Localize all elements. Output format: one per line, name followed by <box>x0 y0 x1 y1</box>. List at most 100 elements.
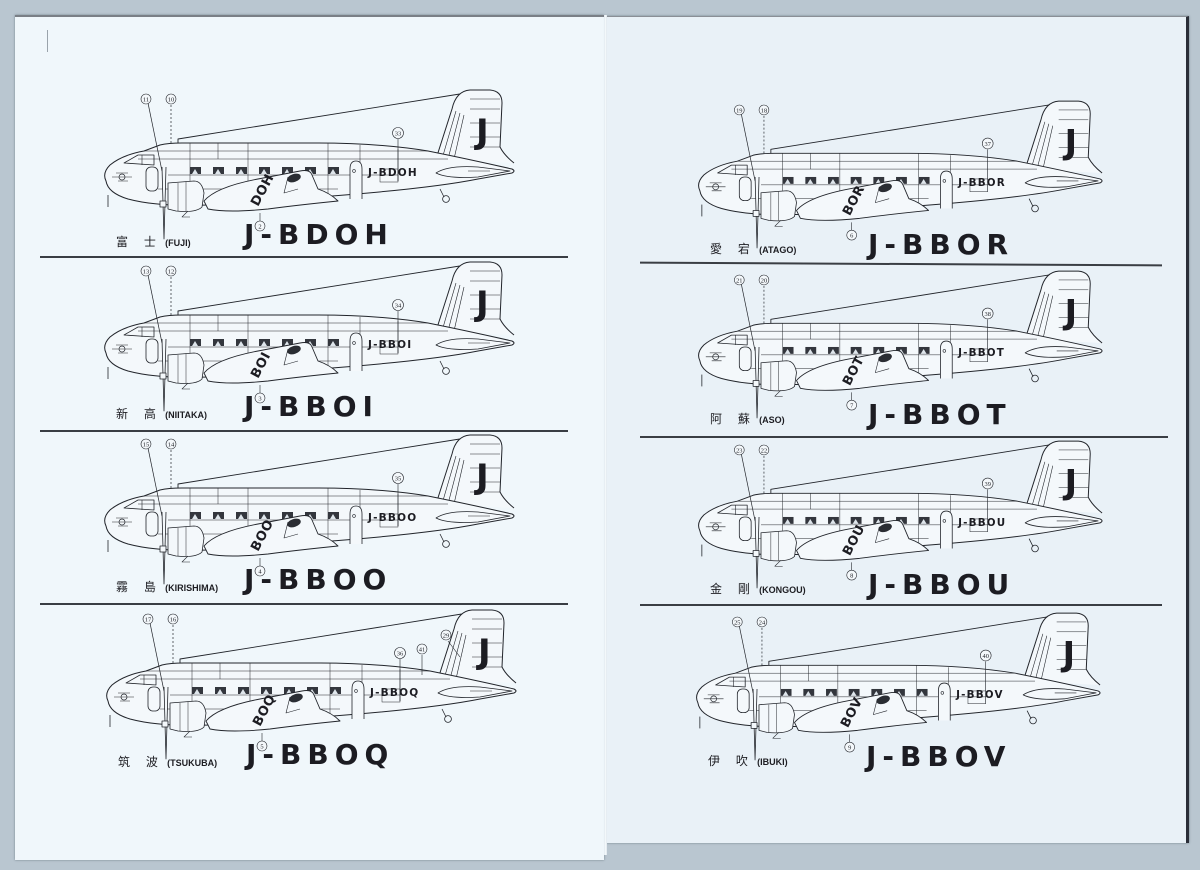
callout-fuselage: 38 <box>981 307 994 320</box>
aircraft-name-en: (ATAGO) <box>759 245 797 255</box>
aircraft-panel-left-3: J J-BBOO BOO 15 14 35 <box>98 434 578 604</box>
registration-title: J-BBOI <box>244 390 379 423</box>
svg-text:18: 18 <box>761 107 767 114</box>
aircraft-name-en: (IBUKI) <box>757 757 788 767</box>
callout-extra-b: 29 <box>440 629 461 658</box>
callout-prop-b: 10 <box>165 93 177 105</box>
registration-title: J-BBOQ <box>246 738 395 771</box>
aircraft-name-jp: 富 士 <box>116 235 162 249</box>
svg-text:8: 8 <box>850 573 853 580</box>
callout-wing: 3 <box>254 392 266 404</box>
svg-text:13: 13 <box>143 269 150 276</box>
aircraft-name: 伊 吹 (IBUKI) <box>708 752 788 769</box>
callout-prop-a: 23 <box>734 444 745 456</box>
aircraft-panel-right-2: J J-BBOT BOT 21 20 38 <box>692 270 1172 440</box>
callout-prop-b: 16 <box>167 613 179 625</box>
aircraft-panel-right-3: J J-BBOU BOU 23 22 39 <box>692 440 1172 610</box>
svg-text:10: 10 <box>168 97 175 104</box>
aircraft-name-jp: 伊 吹 <box>708 754 754 768</box>
fuselage-registration: J-BBOU <box>957 517 1006 529</box>
registration-title: J-BBOO <box>244 563 393 596</box>
callout-fuselage: 39 <box>981 477 994 490</box>
aircraft-panel-right-4: J J-BBOV BOV 25 24 40 <box>690 612 1170 782</box>
aircraft-name-jp: 阿 蘇 <box>710 412 756 426</box>
aircraft-name: 金 剛 (KONGOU) <box>710 580 806 597</box>
registration-title: J-BBOR <box>868 228 1015 261</box>
tail-letter: J <box>1063 292 1077 331</box>
svg-text:29: 29 <box>443 633 450 640</box>
tail-letter: J <box>474 457 489 497</box>
fuselage-registration: J-BBOV <box>955 689 1004 701</box>
callout-fuselage: 37 <box>981 137 994 150</box>
page-gutter <box>604 15 607 855</box>
divider-right-2 <box>640 436 1168 438</box>
aircraft-drawing: J J-BBOV BOV 25 24 40 <box>696 612 1101 761</box>
fuselage-registration: J-BDOH <box>367 167 418 179</box>
callout-wing: 7 <box>846 399 857 411</box>
aircraft-panel-left-2: J J-BBOI BOI 13 12 34 <box>98 261 578 431</box>
aircraft-name: 阿 蘇 (ASO) <box>710 410 785 427</box>
tail-letter: J <box>474 284 489 324</box>
aircraft-name-en: (FUJI) <box>165 238 191 248</box>
callout-prop-b: 22 <box>758 444 770 456</box>
callout-fuselage: 34 <box>392 299 404 311</box>
callout-prop-b: 24 <box>756 616 768 628</box>
aircraft-drawing: J J-BBOO BOO 15 14 35 <box>104 434 515 585</box>
svg-text:17: 17 <box>145 617 152 624</box>
callout-prop-a: 13 <box>140 265 152 277</box>
aircraft-name-en: (KONGOU) <box>759 585 806 595</box>
svg-text:14: 14 <box>168 442 175 449</box>
callout-prop-b: 20 <box>758 274 770 286</box>
aircraft-name-jp: 筑 波 <box>118 755 164 769</box>
callout-prop-a: 19 <box>734 104 745 116</box>
aircraft-drawing: J J-BBOU BOU 23 22 39 <box>698 440 1103 589</box>
svg-text:36: 36 <box>397 651 404 658</box>
callout-fuselage: 36 <box>394 647 406 659</box>
aircraft-name-jp: 愛 宕 <box>710 242 756 256</box>
svg-text:24: 24 <box>759 619 766 626</box>
aircraft-panel-right-1: J J-BBOR BOR 19 18 37 <box>692 100 1172 270</box>
aircraft-name-jp: 金 剛 <box>710 582 756 596</box>
aircraft-panel-left-1: J J-BDOH DOH 11 10 33 <box>98 89 578 259</box>
registration-title: J-BDOH <box>244 218 394 251</box>
registration-title: J-BBOT <box>868 398 1012 431</box>
svg-text:5: 5 <box>260 744 263 751</box>
tail-letter: J <box>474 112 489 152</box>
divider-right-3 <box>640 604 1162 606</box>
callout-prop-a: 11 <box>140 93 152 105</box>
callout-wing: 5 <box>256 740 268 752</box>
fuselage-registration: J-BBOR <box>957 177 1006 189</box>
aircraft-drawing: J J-BDOH DOH 11 10 33 <box>104 89 515 240</box>
fuselage-registration: J-BBOQ <box>369 687 419 699</box>
aircraft-name-en: (NIITAKA) <box>165 410 207 420</box>
aircraft-drawing: J J-BBOR BOR 19 18 37 <box>698 100 1103 249</box>
callout-prop-a: 17 <box>142 613 154 625</box>
callout-prop-b: 12 <box>165 265 177 277</box>
fuselage-registration: J-BBOO <box>367 512 417 524</box>
callout-fuselage: 40 <box>979 649 992 662</box>
svg-text:34: 34 <box>395 303 402 310</box>
svg-text:39: 39 <box>985 481 991 488</box>
aircraft-name: 愛 宕 (ATAGO) <box>710 240 796 257</box>
svg-text:38: 38 <box>985 311 991 318</box>
svg-text:9: 9 <box>848 745 851 752</box>
svg-text:40: 40 <box>983 653 989 660</box>
callout-wing: 8 <box>846 569 857 581</box>
tail-letter: J <box>1063 122 1077 161</box>
svg-text:7: 7 <box>850 403 854 410</box>
tail-letter: J <box>476 632 491 672</box>
fuselage-registration: J-BBOT <box>957 347 1005 359</box>
aircraft-name-en: (KIRISHIMA) <box>165 583 219 593</box>
callout-wing: 2 <box>254 220 266 232</box>
callout-wing: 4 <box>254 565 266 577</box>
fuselage-registration: J-BBOI <box>367 339 412 351</box>
callout-prop-a: 21 <box>734 274 745 286</box>
svg-text:19: 19 <box>736 107 742 114</box>
callout-prop-b: 18 <box>758 104 770 116</box>
registration-title: J-BBOU <box>868 568 1016 601</box>
svg-text:41: 41 <box>419 647 426 654</box>
aircraft-name-en: (TSUKUBA) <box>167 758 218 768</box>
tail-letter: J <box>1061 634 1075 673</box>
callout-prop-a: 15 <box>140 438 152 450</box>
callout-prop-b: 14 <box>165 438 177 450</box>
